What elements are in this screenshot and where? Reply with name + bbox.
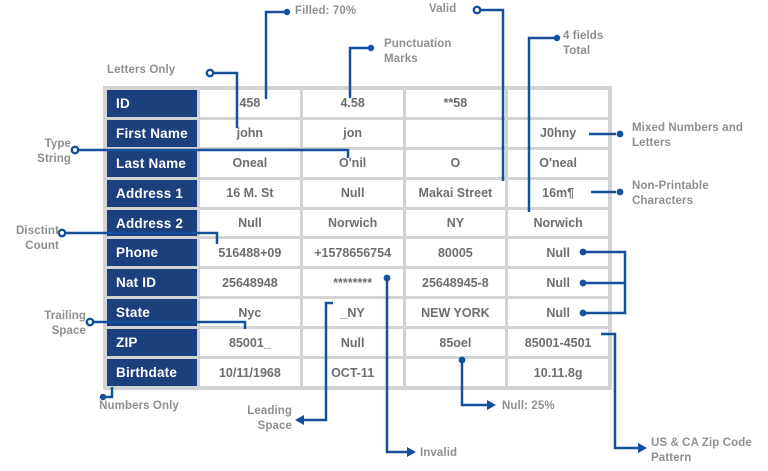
cell-last-3: O bbox=[405, 149, 506, 177]
row-header-phone: Phone bbox=[107, 239, 197, 267]
row-header-address1: Address 1 bbox=[107, 179, 197, 207]
label-letters-only: Letters Only bbox=[107, 64, 176, 76]
row-header-zip: ZIP bbox=[107, 329, 197, 357]
cell-natid-3: 25648945-8 bbox=[405, 269, 506, 297]
cell-phone-3: 80005 bbox=[405, 239, 506, 267]
label-four-fields-total: 4 fields Total bbox=[563, 30, 604, 57]
cell-zip-3: 85oel bbox=[405, 329, 506, 357]
data-quality-table: ID 458 4.58 **58 First Name john jon J0h… bbox=[103, 86, 612, 390]
cell-phone-2: +1578656754 bbox=[302, 239, 403, 267]
label-punctuation-marks: Punctuation Marks bbox=[384, 38, 452, 65]
label-leading-space: Leading Space bbox=[247, 405, 292, 432]
cell-birth-1: 10/11/1968 bbox=[200, 359, 300, 386]
row-header-state: State bbox=[107, 299, 197, 327]
row-header-address2: Address 2 bbox=[107, 209, 197, 237]
label-numbers-only: Numbers Only bbox=[99, 400, 179, 412]
cell-first-2: jon bbox=[302, 119, 403, 147]
cell-id-4 bbox=[508, 90, 608, 117]
cell-birth-2: OCT-11 bbox=[302, 359, 403, 386]
cell-addr1-2: Null bbox=[302, 179, 403, 207]
cell-phone-1: 516488+09 bbox=[200, 239, 300, 267]
cell-zip-2: Null bbox=[302, 329, 403, 357]
cell-birth-4: 10.11.8g bbox=[508, 359, 608, 386]
cell-natid-2: ******** bbox=[302, 269, 403, 297]
label-non-printable: Non-Printable Characters bbox=[632, 180, 709, 207]
label-valid: Valid bbox=[429, 3, 457, 15]
label-invalid: Invalid bbox=[420, 447, 458, 459]
row-header-nat-id: Nat ID bbox=[107, 269, 197, 297]
cell-first-3 bbox=[405, 119, 506, 147]
row-header-birthdate: Birthdate bbox=[107, 359, 197, 386]
cell-addr2-4: Norwich bbox=[508, 209, 608, 237]
label-filled: Filled: 70% bbox=[295, 5, 357, 17]
cell-natid-1: 25648948 bbox=[200, 269, 300, 297]
cell-id-3: **58 bbox=[405, 90, 506, 117]
row-header-last-name: Last Name bbox=[107, 149, 197, 177]
row-header-id: ID bbox=[107, 90, 197, 117]
cell-addr1-4: 16m¶ bbox=[508, 179, 608, 207]
cell-zip-4: 85001-4501 bbox=[508, 329, 608, 357]
cell-id-2: 4.58 bbox=[302, 90, 403, 117]
label-zip-pattern: US & CA Zip Code Pattern bbox=[651, 437, 752, 464]
cell-state-1: Nyc bbox=[200, 299, 300, 327]
cell-last-4: O'neal bbox=[508, 149, 608, 177]
row-header-first-name: First Name bbox=[107, 119, 197, 147]
cell-state-2: _NY bbox=[302, 299, 403, 327]
label-mixed-numbers-letters: Mixed Numbers and Letters bbox=[632, 122, 743, 149]
cell-first-4: J0hny bbox=[508, 119, 608, 147]
cell-state-3: NEW YORK bbox=[405, 299, 506, 327]
cell-addr2-2: Norwich bbox=[302, 209, 403, 237]
cell-addr2-3: NY bbox=[405, 209, 506, 237]
cell-natid-4: Null bbox=[508, 269, 608, 297]
cell-addr1-3: Makai Street bbox=[405, 179, 506, 207]
cell-first-1: john bbox=[200, 119, 300, 147]
label-distinct-count: Disctint Count bbox=[16, 225, 59, 252]
cell-zip-1: 85001_ bbox=[200, 329, 300, 357]
label-null-pct: Null: 25% bbox=[502, 400, 555, 412]
label-type-string: Type String bbox=[37, 138, 71, 165]
label-trailing-space: Trailing Space bbox=[44, 310, 86, 337]
cell-last-2: O'nil bbox=[302, 149, 403, 177]
cell-birth-3 bbox=[405, 359, 506, 386]
cell-state-4: Null bbox=[508, 299, 608, 327]
cell-phone-4: Null bbox=[508, 239, 608, 267]
cell-last-1: Oneal bbox=[200, 149, 300, 177]
cell-addr1-1: 16 M. St bbox=[200, 179, 300, 207]
cell-addr2-1: Null bbox=[200, 209, 300, 237]
cell-id-1: 458 bbox=[200, 90, 300, 117]
